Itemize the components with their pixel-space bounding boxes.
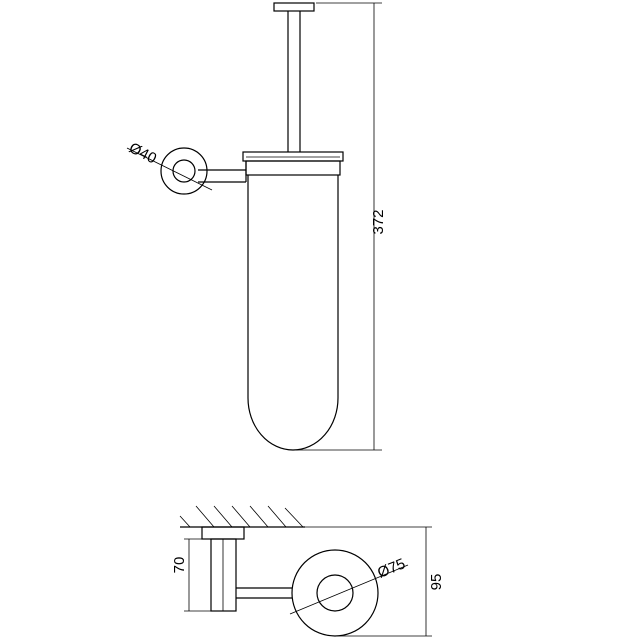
mount-post bbox=[210, 538, 237, 612]
holder-collar bbox=[242, 151, 344, 162]
arm-diameter-label: Ø40 bbox=[126, 139, 159, 167]
holder-top-outer bbox=[291, 549, 379, 637]
wall-hatching bbox=[179, 505, 304, 528]
wall-rosette-inner bbox=[172, 159, 196, 183]
wall-rosette-outer bbox=[160, 147, 208, 195]
holder-top-inner bbox=[316, 574, 354, 612]
arm-diameter-leader bbox=[126, 147, 213, 191]
top-view: Ø75 70 95 bbox=[171, 505, 445, 637]
mount-plate bbox=[201, 526, 245, 540]
total-height-label: 372 bbox=[370, 209, 387, 234]
rosette-diameter-leader bbox=[289, 564, 409, 615]
rosette-diameter-label: Ø75 bbox=[375, 555, 408, 581]
mount-height-label: 70 bbox=[171, 557, 188, 574]
front-view: Ø40 372 bbox=[126, 2, 387, 451]
handle-cap bbox=[273, 2, 315, 12]
holder-ring bbox=[245, 160, 341, 176]
total-depth-label: 95 bbox=[428, 574, 445, 591]
glass-tube bbox=[247, 175, 339, 451]
